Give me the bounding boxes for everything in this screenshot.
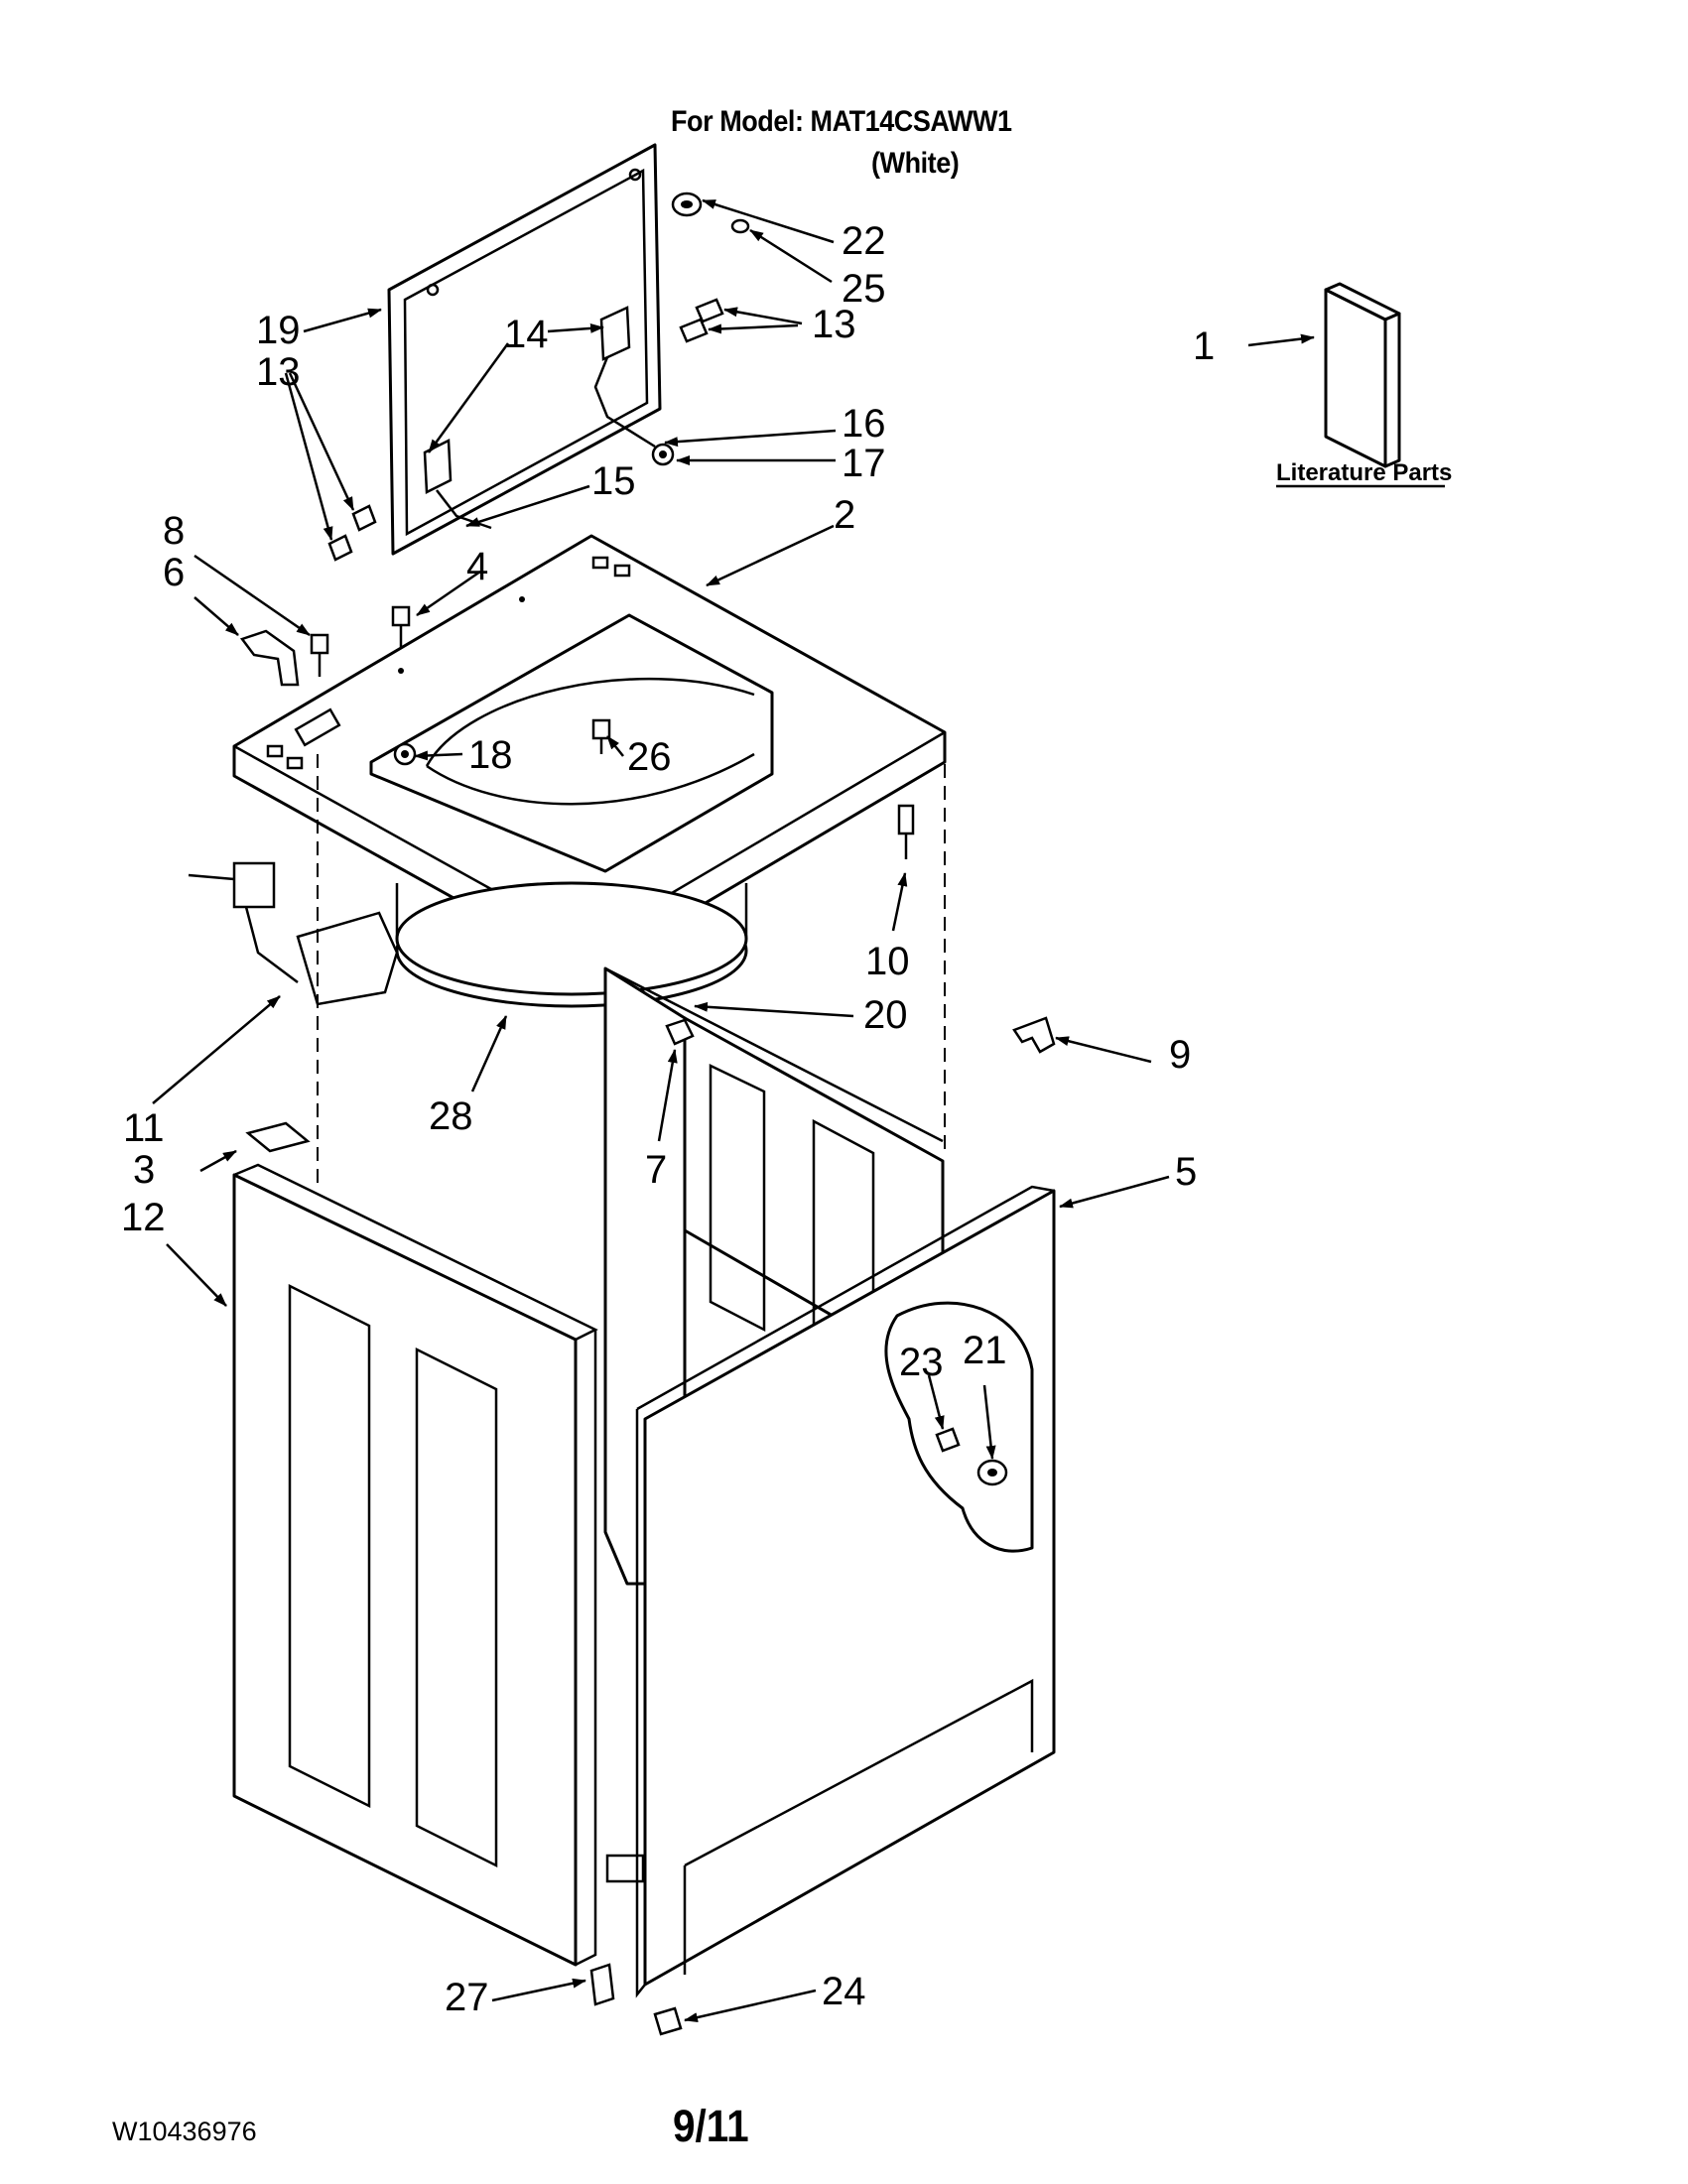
side-panel-part	[232, 1163, 645, 1967]
callout-22: 22	[842, 219, 886, 263]
literature-label: Literature Parts	[1276, 459, 1452, 486]
clip-9-part	[1012, 1016, 1056, 1054]
callout-7: 7	[645, 1148, 667, 1192]
callout-25: 25	[842, 267, 886, 311]
callout-26: 26	[627, 735, 672, 779]
callout-15: 15	[591, 459, 636, 503]
callout-20: 20	[863, 993, 908, 1037]
callout-10: 10	[865, 940, 910, 983]
callout-1: 1	[1193, 324, 1215, 368]
callout-3: 3	[133, 1148, 155, 1192]
bumper-part	[671, 192, 750, 234]
callout-8: 8	[163, 509, 185, 553]
callout-17: 17	[842, 442, 886, 485]
screw-26-part	[591, 718, 611, 754]
bracket-part	[589, 1963, 615, 2006]
leader-lines	[152, 198, 1315, 2022]
callout-labels: 1 2 3 4 5 6 7 8 9 10 11 12 13 13 14 15 1…	[121, 219, 1215, 2019]
callout-5: 5	[1175, 1150, 1197, 1194]
hinge-right-part	[593, 306, 675, 466]
screw-4-part	[391, 605, 411, 647]
document-code: W10436976	[112, 2117, 257, 2146]
callout-24: 24	[822, 1970, 866, 2013]
page-number: 9/11	[673, 2101, 749, 2151]
lid-switch-part	[188, 861, 399, 1006]
callout-28: 28	[429, 1094, 473, 1138]
callout-11: 11	[123, 1106, 165, 1150]
top-cover-part	[232, 534, 947, 974]
front-panel-part	[635, 1185, 1056, 1998]
fitting-part	[393, 742, 417, 766]
callout-27: 27	[445, 1976, 489, 2019]
callout-16: 16	[842, 402, 886, 446]
callout-6: 6	[163, 551, 185, 594]
clip-7-part	[665, 1018, 695, 1046]
callout-9: 9	[1169, 1033, 1191, 1077]
shim-part	[245, 1121, 311, 1153]
switch-part	[897, 804, 915, 859]
color-header: (White)	[871, 147, 960, 180]
screw-24-part	[653, 2006, 683, 2036]
lid-part	[387, 143, 662, 556]
callout-4: 4	[466, 545, 488, 588]
callout-23: 23	[899, 1341, 944, 1384]
clip-part	[239, 629, 329, 687]
callout-21: 21	[963, 1329, 1007, 1372]
callout-2: 2	[834, 493, 855, 537]
callout-14: 14	[504, 313, 549, 356]
screw-part	[327, 298, 724, 562]
callout-13-left: 13	[256, 350, 301, 394]
callout-19: 19	[256, 309, 301, 352]
tub-ring-part	[395, 881, 748, 1008]
literature-booklet	[1324, 282, 1401, 468]
callout-12: 12	[121, 1196, 166, 1239]
model-header: For Model: MAT14CSAWW1	[671, 105, 1012, 138]
callout-13-right: 13	[812, 303, 856, 346]
callout-18: 18	[468, 733, 513, 777]
